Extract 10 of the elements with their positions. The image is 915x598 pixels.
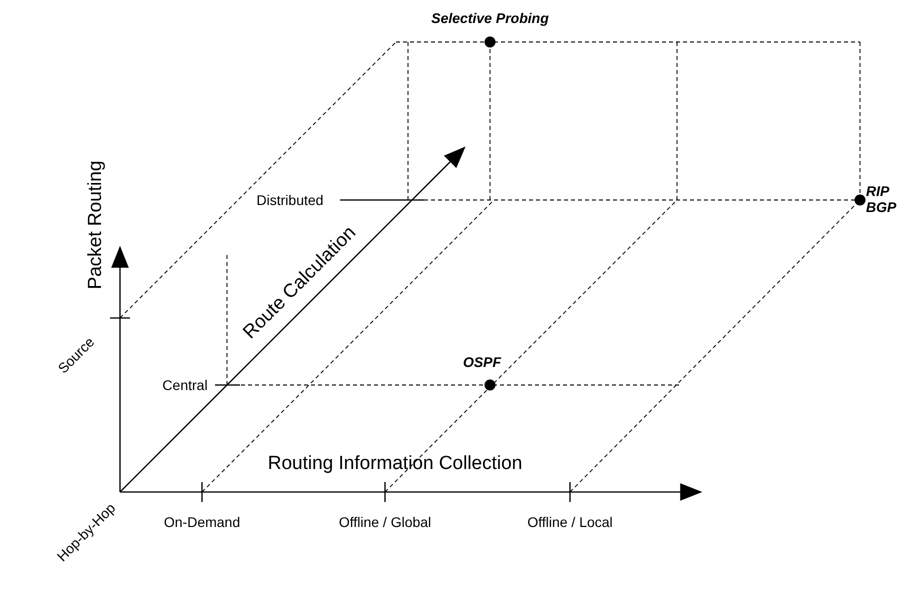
axis-title: Packet Routing [85,160,107,290]
tick-label: Central [162,376,208,394]
tick-label: Offline / Global [338,514,432,530]
point-label: RIP BGP [866,182,898,216]
point-label: Selective Probing [431,10,549,26]
point-label: OSPF [462,354,502,370]
tick-label: Distributed [256,192,324,208]
tick-label: On-Demand [164,514,240,530]
axis-title: Routing Information Collection [268,453,522,475]
tick-label: Offline / Local [527,514,613,530]
